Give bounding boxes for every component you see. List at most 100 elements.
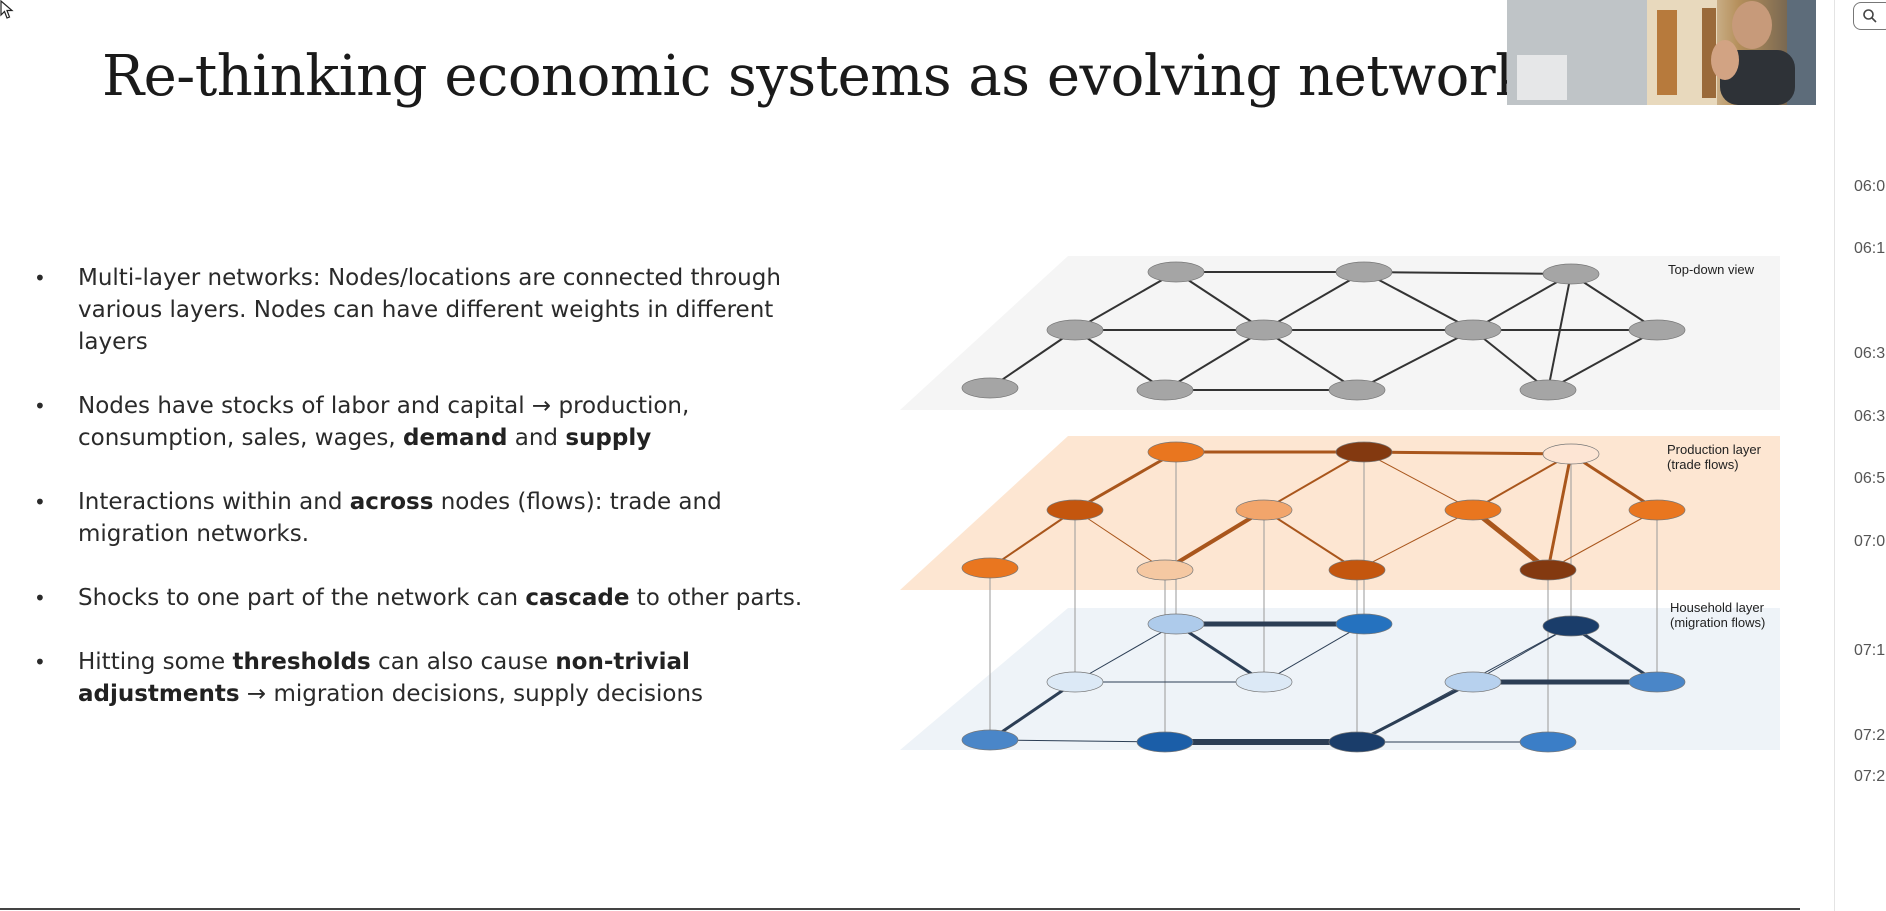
- layer-plane-household: [900, 608, 1780, 750]
- production-layer-node: [1046, 499, 1104, 521]
- top-layer-node: [1519, 379, 1577, 401]
- search-button[interactable]: [1853, 2, 1886, 30]
- production-layer-node: [1444, 499, 1502, 521]
- household-layer-edge: [1570, 624, 1658, 684]
- household-layer-node: [1235, 671, 1293, 693]
- production-layer-node: [1328, 559, 1386, 581]
- household-layer-edge: [989, 680, 1076, 742]
- production-layer-edge: [1547, 509, 1658, 571]
- bullet-marker: •: [34, 490, 46, 514]
- bullet-emphasis: across: [349, 489, 434, 515]
- bullet-text: Interactions within and: [78, 489, 350, 515]
- layer-plane-top: [900, 256, 1780, 410]
- presenter-video-icon: [1507, 0, 1816, 105]
- top-layer-edge: [1074, 271, 1177, 331]
- production-layer-node: [1628, 499, 1686, 521]
- production-layer-node: [1335, 441, 1393, 463]
- bullet-emphasis: non-trivial adjustments: [78, 649, 690, 707]
- presenter-webcam: [1507, 0, 1816, 105]
- bullet-marker: •: [34, 394, 46, 418]
- top-layer-edge: [1472, 329, 1549, 391]
- bullet-text: Multi-layer networks: Nodes/locations ar…: [78, 265, 781, 355]
- top-layer-node: [1136, 379, 1194, 401]
- production-layer-edge: [1263, 509, 1358, 571]
- production-layer-edge: [1163, 508, 1266, 572]
- bullet-item: • Nodes have stocks of labor and capital …: [32, 390, 812, 454]
- production-layer-node: [1147, 441, 1205, 463]
- bullet-text: Shocks to one part of the network can: [78, 585, 526, 611]
- top-layer-node: [1147, 261, 1205, 283]
- production-layer-node: [961, 557, 1019, 579]
- bullet-text: Nodes have stocks of labor and capital →…: [78, 393, 690, 451]
- slide-bottom-border: [0, 908, 1800, 910]
- bullet-emphasis: thresholds: [232, 649, 371, 675]
- production-layer-edge: [1363, 451, 1474, 511]
- timestamp-link[interactable]: 06:5: [1854, 470, 1886, 487]
- top-layer-edge: [1164, 329, 1265, 391]
- production-layer-node: [1136, 559, 1194, 581]
- household-layer-node: [1628, 671, 1686, 693]
- top-layer-node: [1444, 319, 1502, 341]
- production-layer-node: [1235, 499, 1293, 521]
- bullet-marker: •: [34, 650, 46, 674]
- top-layer-edge: [989, 329, 1076, 389]
- top-layer-edge: [1363, 271, 1474, 331]
- transcript-sidebar: 06:0 06:1 06:3 06:3 06:5 07:0 07:1 07:2 07:2: [1834, 0, 1886, 911]
- household-layer-edge: [1074, 623, 1177, 683]
- top-layer-edge: [1263, 329, 1358, 391]
- timestamp-link[interactable]: 07:1: [1854, 642, 1886, 659]
- bullet-emphasis: demand: [403, 425, 508, 451]
- bullet-text: Hitting some: [78, 649, 233, 675]
- top-layer-edge: [1570, 273, 1658, 331]
- top-down-view-label: Top-down view: [1668, 262, 1755, 277]
- timestamp-link[interactable]: 07:0: [1854, 533, 1886, 550]
- production-layer-edge: [1356, 509, 1474, 571]
- bullet-item: •Multi-layer networks: Nodes/locations a…: [32, 262, 812, 358]
- slide: Re-thinking economic systems as evolving…: [0, 0, 1816, 910]
- bullet-text: nodes (flows): trade and migration netwo…: [78, 489, 722, 547]
- timestamp-link[interactable]: 06:0: [1854, 178, 1886, 195]
- bullet-emphasis: cascade: [525, 585, 630, 611]
- household-layer-node: [1046, 671, 1104, 693]
- timestamp-link[interactable]: 07:2: [1854, 727, 1886, 744]
- production-layer-label: Production layer: [1667, 442, 1762, 457]
- household-layer-node: [1328, 731, 1386, 753]
- household-layer-node: [1147, 613, 1205, 635]
- timestamp-link[interactable]: 06:3: [1854, 345, 1886, 362]
- bullet-text: and: [507, 425, 566, 451]
- household-layer-edge: [1175, 622, 1265, 684]
- bullet-text: to other parts.: [629, 585, 803, 611]
- production-layer-edge: [1074, 450, 1177, 512]
- top-layer-edge: [1472, 273, 1572, 331]
- household-layer-label: Household layer: [1670, 600, 1765, 615]
- bullet-item: •Hitting some thresholds can also cause …: [32, 646, 812, 710]
- household-layer-edge: [1263, 623, 1365, 683]
- timestamp-link[interactable]: 06:1: [1854, 240, 1886, 257]
- production-layer-edge: [1074, 509, 1166, 571]
- bullet-text: can also cause: [370, 649, 556, 675]
- top-layer-node: [1628, 319, 1686, 341]
- top-layer-edge: [1356, 329, 1474, 391]
- timestamp-link[interactable]: 06:3: [1854, 408, 1886, 425]
- timestamp-link[interactable]: 07:2: [1854, 768, 1886, 785]
- household-layer-node: [1519, 731, 1577, 753]
- bullet-text: → migration decisions, supply decisions: [239, 681, 704, 707]
- bullet-marker: •: [34, 586, 46, 610]
- production-layer-edge: [1546, 453, 1573, 571]
- bullet-emphasis: supply: [565, 425, 652, 451]
- top-layer-edge: [1175, 271, 1265, 331]
- production-layer-edge: [1471, 508, 1550, 572]
- top-layer-node: [1335, 261, 1393, 283]
- mouse-cursor-icon: [0, 0, 14, 19]
- household-layer-label: (migration flows): [1670, 615, 1765, 630]
- production-layer-edge: [1363, 450, 1572, 456]
- production-layer-node: [1542, 443, 1600, 465]
- production-layer-edge: [989, 509, 1076, 569]
- household-layer-node: [1542, 615, 1600, 637]
- top-layer-node: [1235, 319, 1293, 341]
- search-icon: [1863, 9, 1877, 23]
- top-layer-edge: [1363, 271, 1572, 275]
- production-layer-edge: [1263, 451, 1365, 511]
- household-layer-edge: [989, 739, 1166, 743]
